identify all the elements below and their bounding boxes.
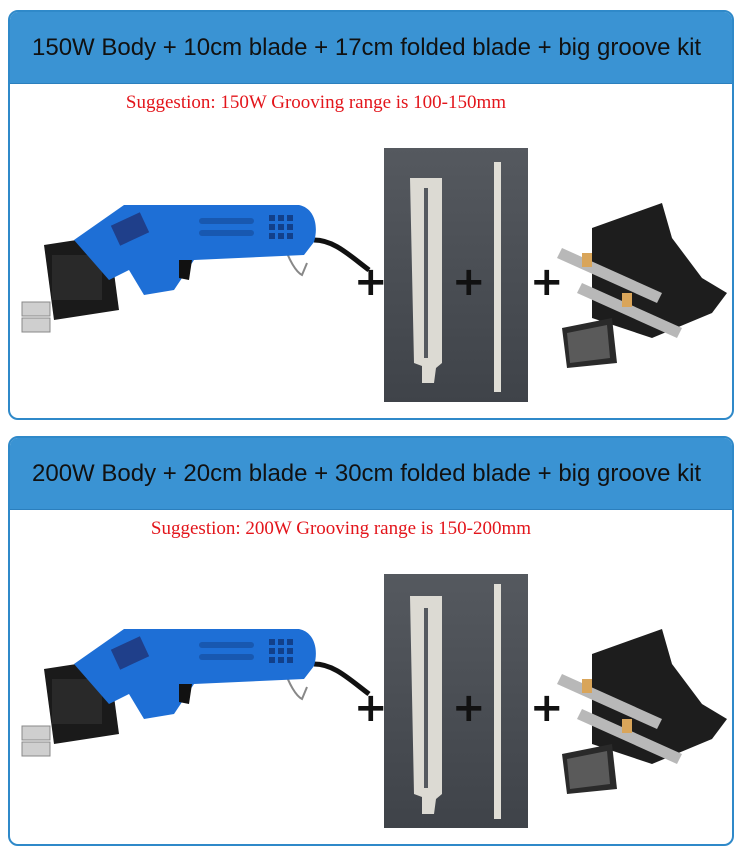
blade-pair-panel: [384, 574, 528, 828]
hot-knife-tool-icon: [21, 629, 371, 757]
hot-knife-tool-icon: [21, 205, 371, 333]
card-title: 200W Body + 20cm blade + 30cm folded bla…: [10, 438, 732, 510]
plus-sign: +: [530, 685, 564, 731]
product-card-150w: 150W Body + 10cm blade + 17cm folded bla…: [8, 10, 734, 420]
blade-pair-panel: [384, 148, 528, 402]
groove-kit-icon: [557, 203, 727, 368]
plus-sign: +: [530, 259, 564, 305]
plus-sign: +: [354, 685, 388, 731]
product-card-200w: 200W Body + 20cm blade + 30cm folded bla…: [8, 436, 734, 846]
plus-sign: +: [452, 259, 486, 305]
blade-pair-icon: [410, 162, 501, 392]
plus-sign: +: [452, 685, 486, 731]
suggestion-text: Suggestion: 200W Grooving range is 150-2…: [150, 518, 532, 539]
blade-pair-icon: [410, 584, 501, 819]
groove-kit-icon: [557, 629, 727, 794]
card-title: 150W Body + 10cm blade + 17cm folded bla…: [10, 12, 732, 84]
suggestion-text: Suggestion: 150W Grooving range is 100-1…: [125, 92, 507, 113]
plus-sign: +: [354, 259, 388, 305]
